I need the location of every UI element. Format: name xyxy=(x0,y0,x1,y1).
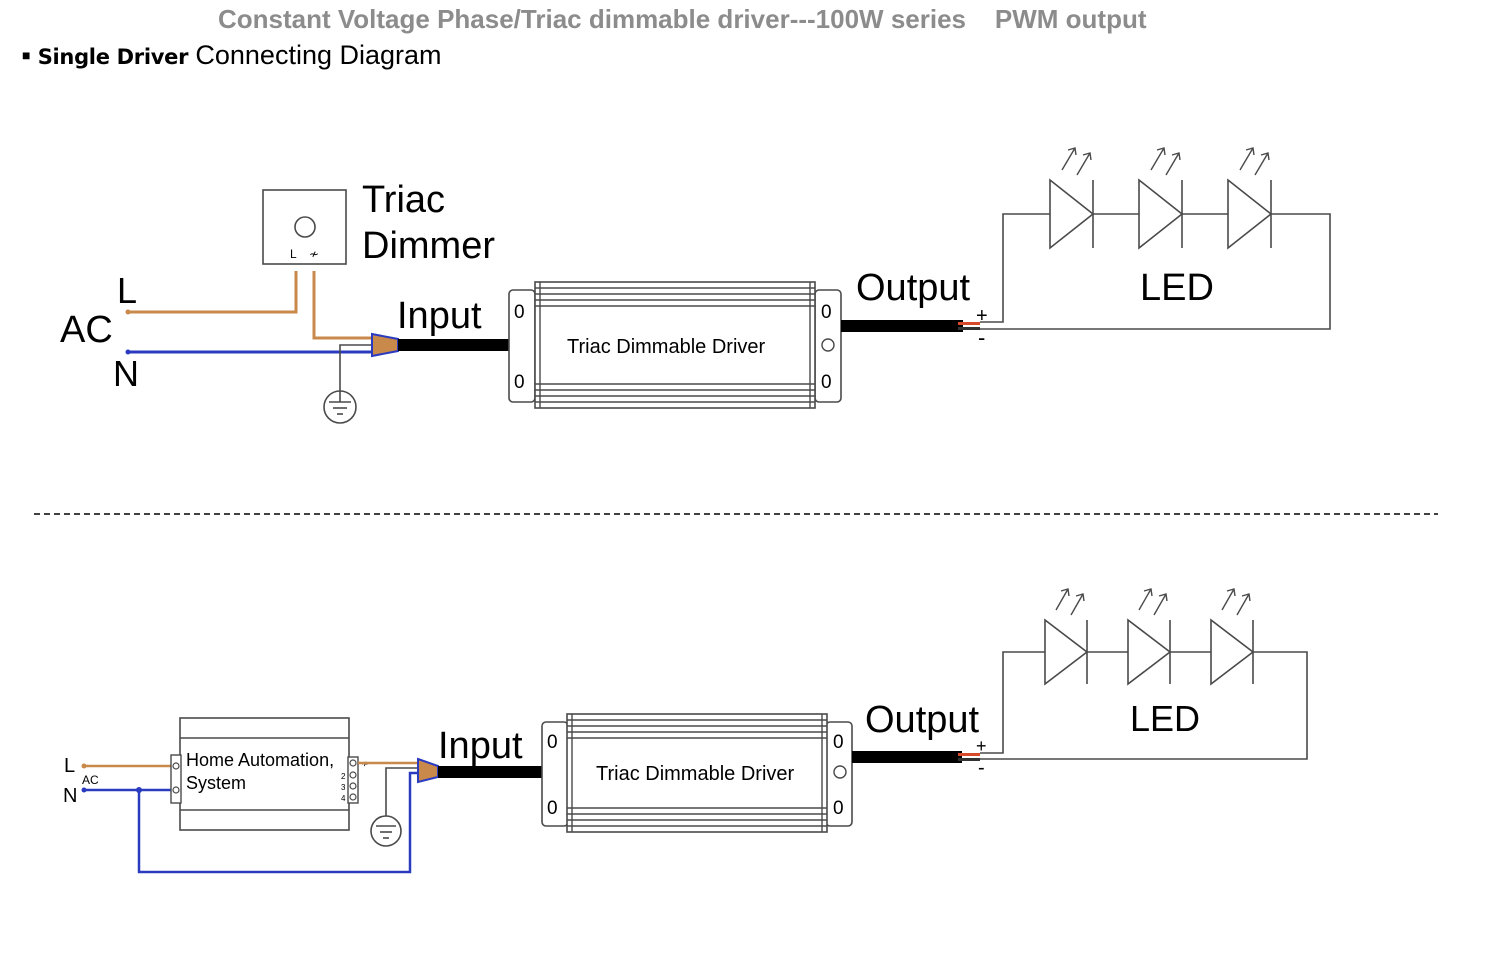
d2-mount-hole-right-bottom: 0 xyxy=(833,798,844,819)
d1-led-3-icon xyxy=(1227,147,1273,250)
d2-ground-icon xyxy=(370,815,402,847)
d1-input-label: Input xyxy=(397,295,482,337)
d2-live-label: L xyxy=(64,755,75,777)
section-heading-lead: Single Driver xyxy=(37,45,189,69)
d2-live-terminal xyxy=(81,763,87,769)
d2-input-label: Input xyxy=(438,725,523,767)
d2-terminal-2: 2 xyxy=(341,772,346,781)
d1-neutral-terminal xyxy=(125,349,131,355)
d2-input-cable xyxy=(438,766,544,778)
d1-plus-label: + xyxy=(976,305,988,327)
d2-led-label: LED xyxy=(1130,698,1200,739)
d1-mount-hole-left-top: 0 xyxy=(514,302,525,323)
d2-led-2-icon xyxy=(1127,588,1172,686)
d1-ground-wire xyxy=(339,344,385,392)
diagram-2: L AC N Home Automation, System ≁ 2 3 xyxy=(63,588,1308,874)
d2-mount-hole-left-bottom: 0 xyxy=(547,798,558,819)
d1-mount-hole-right-mid xyxy=(821,338,835,352)
d1-output-lead-pos xyxy=(958,322,980,325)
d1-minus-label: - xyxy=(978,325,985,350)
d1-ac-label: AC xyxy=(60,309,113,351)
d2-terminal-3: 3 xyxy=(341,783,346,792)
d1-live-terminal xyxy=(125,309,131,315)
bullet-icon: ■ xyxy=(22,47,31,63)
d1-dimmer-knob-icon xyxy=(294,216,316,238)
d2-ac-label: AC xyxy=(82,773,99,787)
d2-neutral-terminal xyxy=(81,787,87,793)
d2-terminal-1: ≁ xyxy=(361,759,369,770)
d2-output-lead-neg xyxy=(958,758,980,761)
d2-box-label-1: Home Automation, xyxy=(186,750,334,770)
d1-mount-hole-left-bottom: 0 xyxy=(514,372,525,393)
d1-neutral-label: N xyxy=(113,353,139,394)
d2-mount-hole-left-top: 0 xyxy=(547,732,558,753)
d1-mount-hole-right-bottom: 0 xyxy=(821,372,832,393)
d1-mount-hole-right-top: 0 xyxy=(821,302,832,323)
diagram-1: AC L N L ≁ Triac Dimmer Input xyxy=(60,147,1331,424)
d1-dimmer-terminal-l: L xyxy=(290,247,297,261)
d1-driver xyxy=(508,281,842,409)
d1-output-label: Output xyxy=(856,267,971,309)
document-title: Constant Voltage Phase/Triac dimmable dr… xyxy=(218,4,1147,34)
d2-mount-hole-right-mid xyxy=(833,765,847,779)
section-heading-rest: Connecting Diagram xyxy=(195,40,442,70)
d2-terminal-4: 4 xyxy=(341,794,346,803)
d2-wire-connector xyxy=(417,757,439,784)
d1-dimmer-output-wire xyxy=(312,271,385,340)
section-heading: ■ Single Driver Connecting Diagram xyxy=(22,40,442,71)
d2-led-3-icon xyxy=(1210,588,1255,686)
d1-led-2-icon xyxy=(1138,147,1184,250)
d2-mount-hole-right-top: 0 xyxy=(833,732,844,753)
d2-driver-label: Triac Dimmable Driver xyxy=(596,763,795,785)
d1-led-label: LED xyxy=(1140,267,1214,309)
d2-output-cable xyxy=(852,751,962,763)
d2-output-lead-pos xyxy=(958,753,980,756)
d2-plus-label: + xyxy=(976,736,987,756)
d1-dimmer-box xyxy=(262,189,347,265)
d1-live-wire xyxy=(128,271,298,314)
d1-wire-connector xyxy=(371,332,399,358)
d1-dimmer-terminal-out: ≁ xyxy=(309,247,319,261)
d1-input-cable xyxy=(398,339,510,351)
d2-home-automation-box xyxy=(170,717,359,831)
d2-neutral-label: N xyxy=(63,785,77,807)
d1-led-1-icon xyxy=(1049,147,1095,250)
d1-output-cable xyxy=(841,320,963,332)
d2-box-label-2: System xyxy=(186,773,246,793)
d1-dimmer-label-1: Triac xyxy=(362,179,445,221)
d2-minus-label: - xyxy=(978,757,985,779)
d1-dimmer-label-2: Dimmer xyxy=(362,225,495,267)
d1-ground-icon xyxy=(323,390,357,424)
d2-ground-wire xyxy=(385,767,425,816)
d1-live-label: L xyxy=(117,270,137,311)
d2-led-1-icon xyxy=(1044,588,1089,686)
d2-neutral-bypass-wire xyxy=(137,771,425,874)
d2-driver xyxy=(541,713,853,833)
d2-output-label: Output xyxy=(865,699,980,741)
d1-output-lead-neg xyxy=(958,327,980,330)
d1-driver-label: Triac Dimmable Driver xyxy=(567,336,766,358)
